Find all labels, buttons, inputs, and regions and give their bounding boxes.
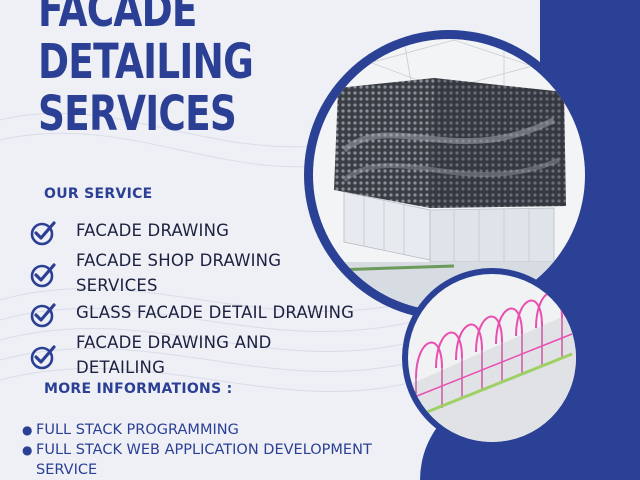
info-item: ● FULL STACK WEB APPLICATION DEVELOPMENT… bbox=[22, 440, 442, 480]
service-item: GLASS FACADE DETAIL DRAWING bbox=[30, 300, 400, 328]
service-item-label: FACADE DRAWING bbox=[76, 221, 230, 240]
headline-line-3: SERVICES bbox=[38, 86, 237, 142]
service-item-label: FACADE SHOP DRAWING SERVICES bbox=[76, 251, 282, 295]
headline: FACADE DETAILING SERVICES bbox=[38, 0, 272, 140]
check-circle-icon bbox=[30, 345, 56, 370]
info-item-label: FULL STACK PROGRAMMING bbox=[36, 422, 239, 438]
canopy-structure-photo bbox=[402, 268, 582, 448]
check-circle-icon bbox=[30, 263, 56, 288]
more-info-list: ● FULL STACK PROGRAMMING ● FULL STACK WE… bbox=[22, 420, 442, 480]
service-item-label: GLASS FACADE DETAIL DRAWING bbox=[76, 303, 355, 322]
headline-line-1: FACADE bbox=[38, 0, 197, 38]
bullet-icon: ● bbox=[22, 423, 33, 437]
info-item: ● FULL STACK PROGRAMMING bbox=[22, 420, 442, 440]
service-item-label: FACADE DRAWING AND DETAILING bbox=[76, 333, 272, 377]
facade-building-photo bbox=[304, 30, 594, 320]
info-item-label: FULL STACK WEB APPLICATION DEVELOPMENT S… bbox=[36, 442, 372, 478]
headline-line-2: DETAILING bbox=[38, 34, 254, 90]
bullet-icon: ● bbox=[22, 443, 33, 457]
more-info-title: MORE INFORMATIONS : bbox=[44, 381, 233, 397]
service-item: FACADE DRAWING AND DETAILING bbox=[30, 330, 400, 380]
check-circle-icon bbox=[30, 303, 56, 328]
service-list: FACADE DRAWING FACADE SHOP DRAWING SERVI… bbox=[30, 218, 400, 382]
service-item: FACADE DRAWING bbox=[30, 218, 400, 246]
our-service-title: OUR SERVICE bbox=[44, 186, 153, 202]
check-circle-icon bbox=[30, 221, 56, 246]
service-item: FACADE SHOP DRAWING SERVICES bbox=[30, 248, 400, 298]
